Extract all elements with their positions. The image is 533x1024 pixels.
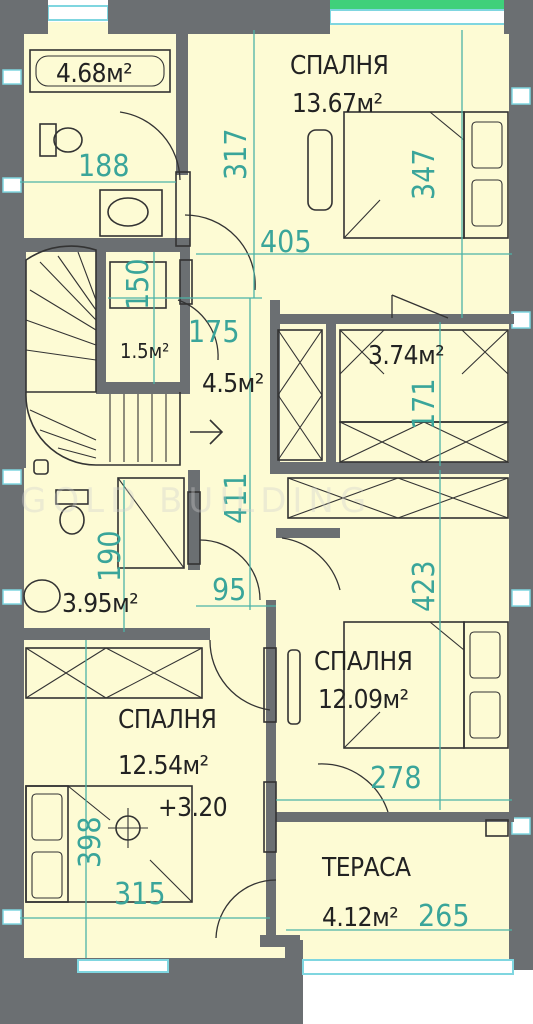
dim-175: 175 xyxy=(188,315,240,350)
door-jambs xyxy=(175,171,277,853)
staircase xyxy=(25,245,224,466)
bedroom-1-area: 13.67м² xyxy=(292,89,382,119)
dim-398: 398 xyxy=(73,816,108,868)
dim-278: 278 xyxy=(370,761,422,796)
dim-171: 171 xyxy=(407,378,442,430)
dim-150: 150 xyxy=(121,258,156,310)
hall-area: 4.5м² xyxy=(202,369,264,399)
dim-190: 190 xyxy=(93,530,128,582)
terrace-area: 4.12м² xyxy=(322,903,398,933)
bath-top-area: 4.68м² xyxy=(56,59,132,89)
bedroom-3-furniture xyxy=(25,639,277,939)
dim-317: 317 xyxy=(219,128,254,180)
bedroom-1-name: СПАЛНЯ xyxy=(290,51,388,81)
wardrobe-strip xyxy=(287,477,509,519)
bedroom-1-furniture xyxy=(184,111,509,319)
bedroom-3-name: СПАЛНЯ xyxy=(118,705,216,735)
closet-storage xyxy=(277,329,509,463)
level-mark: +3.20 xyxy=(158,793,227,823)
dim-347: 347 xyxy=(407,148,442,200)
dim-95: 95 xyxy=(212,573,246,608)
wc-small-area: 1.5м² xyxy=(120,339,169,363)
terrace-name: ТЕРАСА xyxy=(321,853,411,883)
window-bottom xyxy=(77,959,169,973)
bedroom-2-furniture xyxy=(281,537,509,837)
window-top-right xyxy=(318,0,514,10)
interior-walls xyxy=(0,30,514,947)
bedroom-3-area: 12.54м² xyxy=(118,751,208,781)
dimension-lines xyxy=(20,30,512,958)
bedroom-2-area: 12.09м² xyxy=(318,685,408,715)
bath-top-fixtures xyxy=(29,49,181,237)
window-top-right-frame xyxy=(329,9,506,25)
window-top-left xyxy=(47,5,109,21)
dim-315: 315 xyxy=(114,877,166,912)
dim-265: 265 xyxy=(418,899,470,934)
dim-188: 188 xyxy=(78,149,130,184)
watermark: GOLD BUILDING xyxy=(20,481,372,521)
bedroom-2-name: СПАЛНЯ xyxy=(314,647,412,677)
side-windows xyxy=(2,69,531,925)
dim-405: 405 xyxy=(260,225,312,260)
closet-area: 3.74м² xyxy=(368,341,444,371)
dim-411: 411 xyxy=(219,472,254,524)
dim-423: 423 xyxy=(407,560,442,612)
bath-bottom-fixtures xyxy=(23,459,261,613)
bath-bottom-area: 3.95м² xyxy=(62,589,138,619)
